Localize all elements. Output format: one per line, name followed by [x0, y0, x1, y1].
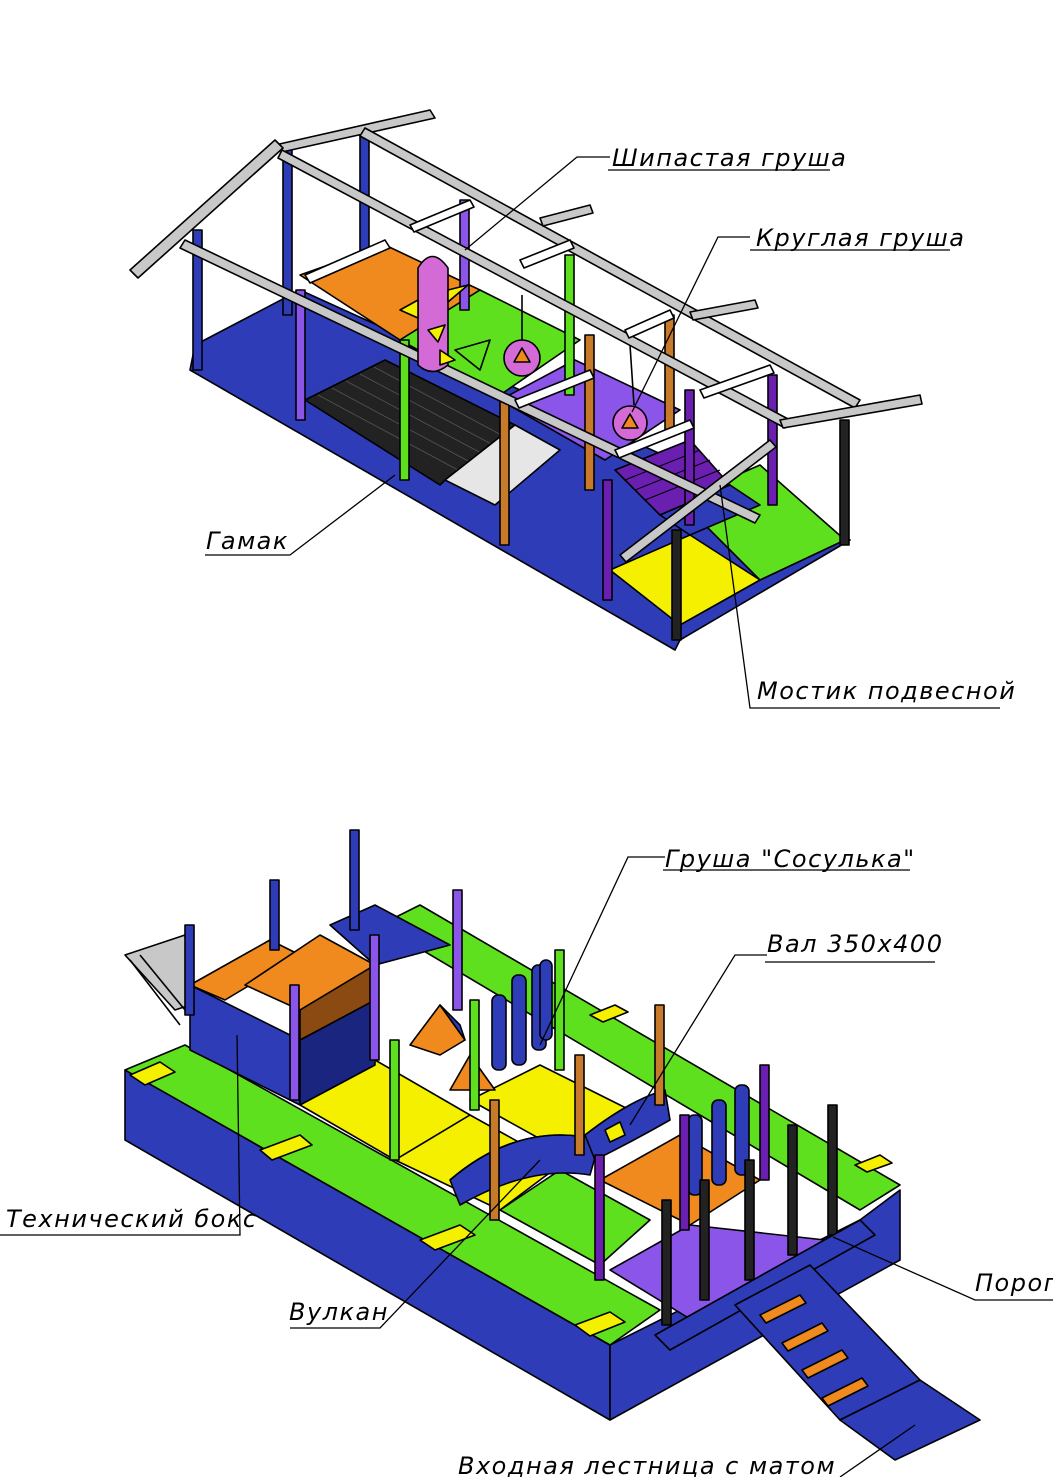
label-icicle-bag: Груша "Сосулька" [665, 845, 916, 873]
pyramid-obstacle [409, 1004, 496, 1091]
spiked-punching-bag [399, 255, 491, 373]
volcano-slide [449, 1089, 671, 1206]
top-leaders [205, 156, 1000, 709]
bottom-green-mat [499, 1169, 651, 1266]
label-round-bag: Круглая груша [756, 224, 965, 252]
label-roller: Вал 350х400 [767, 930, 943, 958]
round-punching-bag-1 [503, 295, 541, 377]
bottom-play-platform: Груша "Сосулька" Вал 350х400 Технический… [0, 829, 1053, 1477]
bottom-green-deck [124, 1044, 661, 1346]
top-play-frame: Шипастая груша Круглая груша Гамак Мости… [129, 109, 1016, 709]
round-punching-bag-2 [612, 344, 648, 441]
bottom-green-deck-far [379, 904, 901, 1211]
label-hammock: Гамак [206, 527, 289, 555]
threshold [654, 1219, 876, 1351]
entry-ladder-with-mat [734, 1264, 981, 1461]
label-volcano: Вулкан [289, 1298, 389, 1326]
label-entry-ladder: Входная лестница с матом [458, 1452, 836, 1477]
label-spiked-bag: Шипастая груша [612, 144, 847, 172]
bottom-yellow-pads [129, 1004, 893, 1337]
technical-box [189, 904, 451, 1106]
top-crossbars [304, 199, 775, 459]
bottom-posts [184, 829, 838, 1326]
top-yellow-mat [609, 534, 761, 626]
side-climbing-ladder [124, 934, 191, 1026]
icicle-bags-group-1 [491, 959, 553, 1071]
label-threshold: Порог [975, 1269, 1053, 1297]
bottom-leaders [0, 856, 1053, 1477]
label-technical-box: Технический бокс [6, 1205, 258, 1233]
top-roof-frame [129, 109, 923, 563]
label-suspension-bridge: Мостик подвесной [757, 677, 1016, 705]
